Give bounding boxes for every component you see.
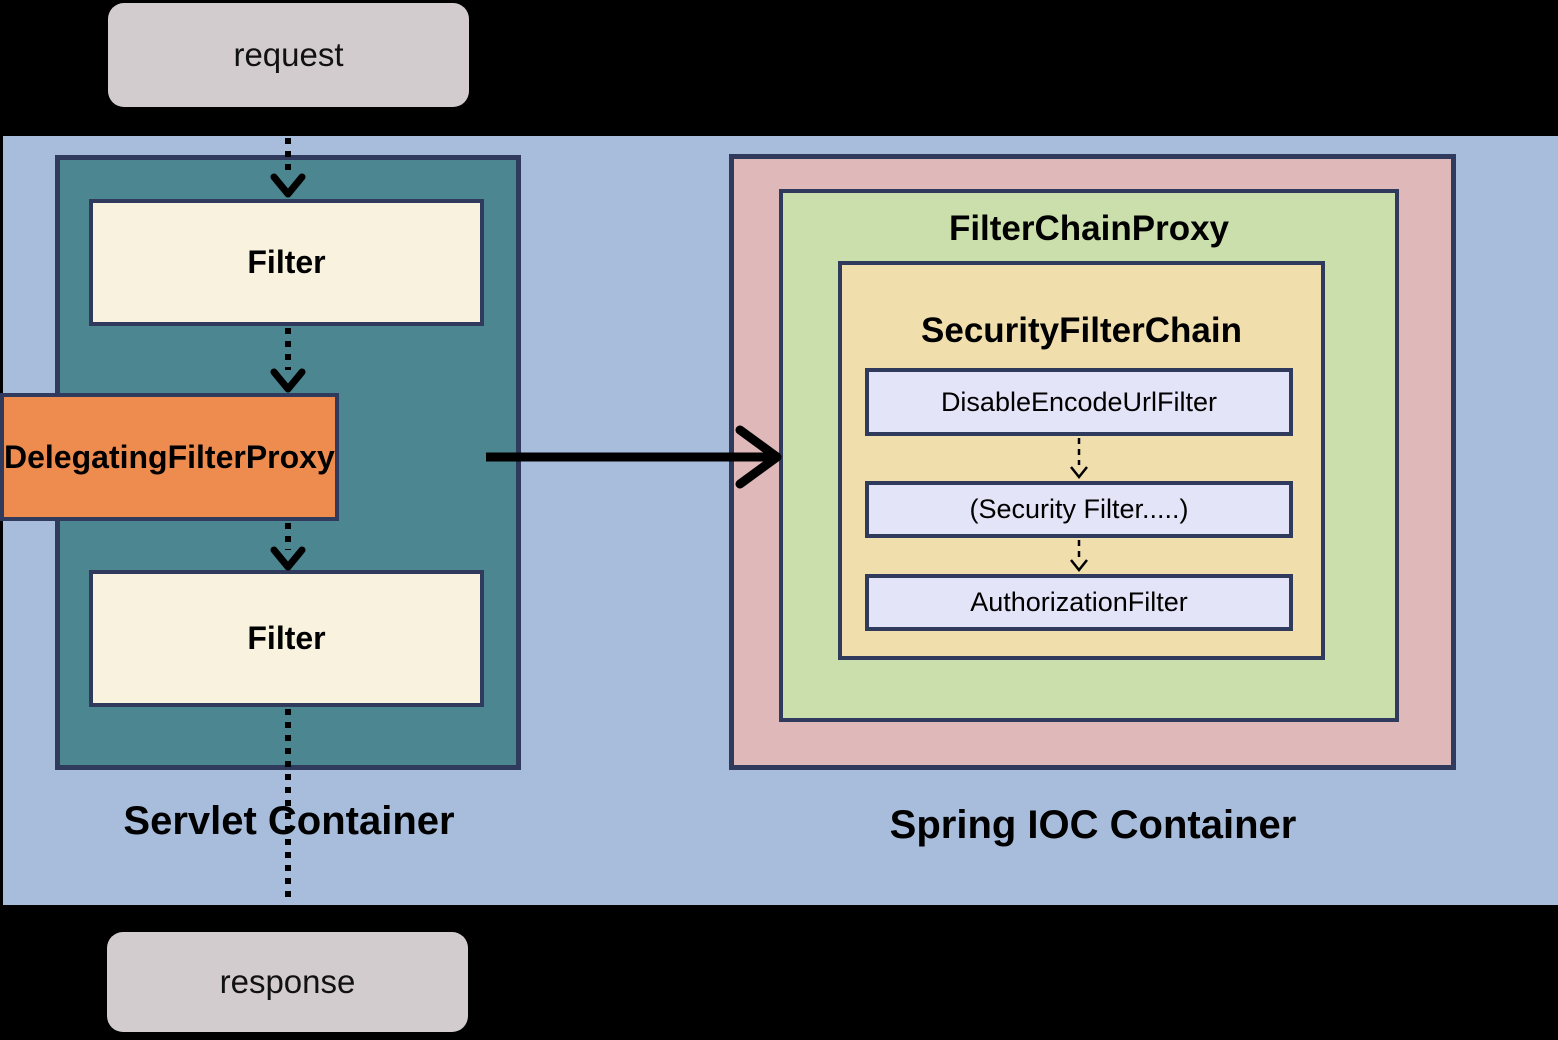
filter-chain-proxy-label: FilterChainProxy (779, 207, 1399, 251)
disable-encode-url-filter-box: DisableEncodeUrlFilter (865, 368, 1293, 436)
spring-ioc-container-label: Spring IOC Container (843, 800, 1343, 850)
security-filter-placeholder-box: (Security Filter.....) (865, 481, 1293, 538)
servlet-container-label-text: Servlet Container (123, 798, 455, 843)
authorization-filter-box: AuthorizationFilter (865, 574, 1293, 631)
servlet-container-label: Servlet Container (39, 796, 539, 846)
security-filter-placeholder-label: (Security Filter.....) (969, 494, 1189, 524)
request-label: request (233, 36, 344, 73)
filter-bottom-box: Filter (89, 570, 484, 707)
security-filter-chain-label: SecurityFilterChain (838, 308, 1325, 354)
filter-top-label: Filter (247, 244, 326, 280)
delegating-filter-proxy-label: DelegatingFilterProxy (4, 438, 335, 475)
filter-chain-proxy-label-text: FilterChainProxy (948, 209, 1230, 248)
disable-encode-url-filter-label: DisableEncodeUrlFilter (940, 386, 1218, 417)
request-box: request (108, 3, 469, 107)
delegating-filter-proxy-box: DelegatingFilterProxy (0, 393, 339, 521)
filter-top-box: Filter (89, 199, 484, 326)
response-box: response (107, 932, 468, 1032)
filter-bottom-label: Filter (247, 620, 326, 656)
authorization-filter-label: AuthorizationFilter (970, 587, 1188, 617)
spring-ioc-container-label-text: Spring IOC Container (889, 802, 1297, 847)
response-label: response (219, 963, 356, 1000)
security-filter-chain-label-text: SecurityFilterChain (921, 311, 1242, 350)
